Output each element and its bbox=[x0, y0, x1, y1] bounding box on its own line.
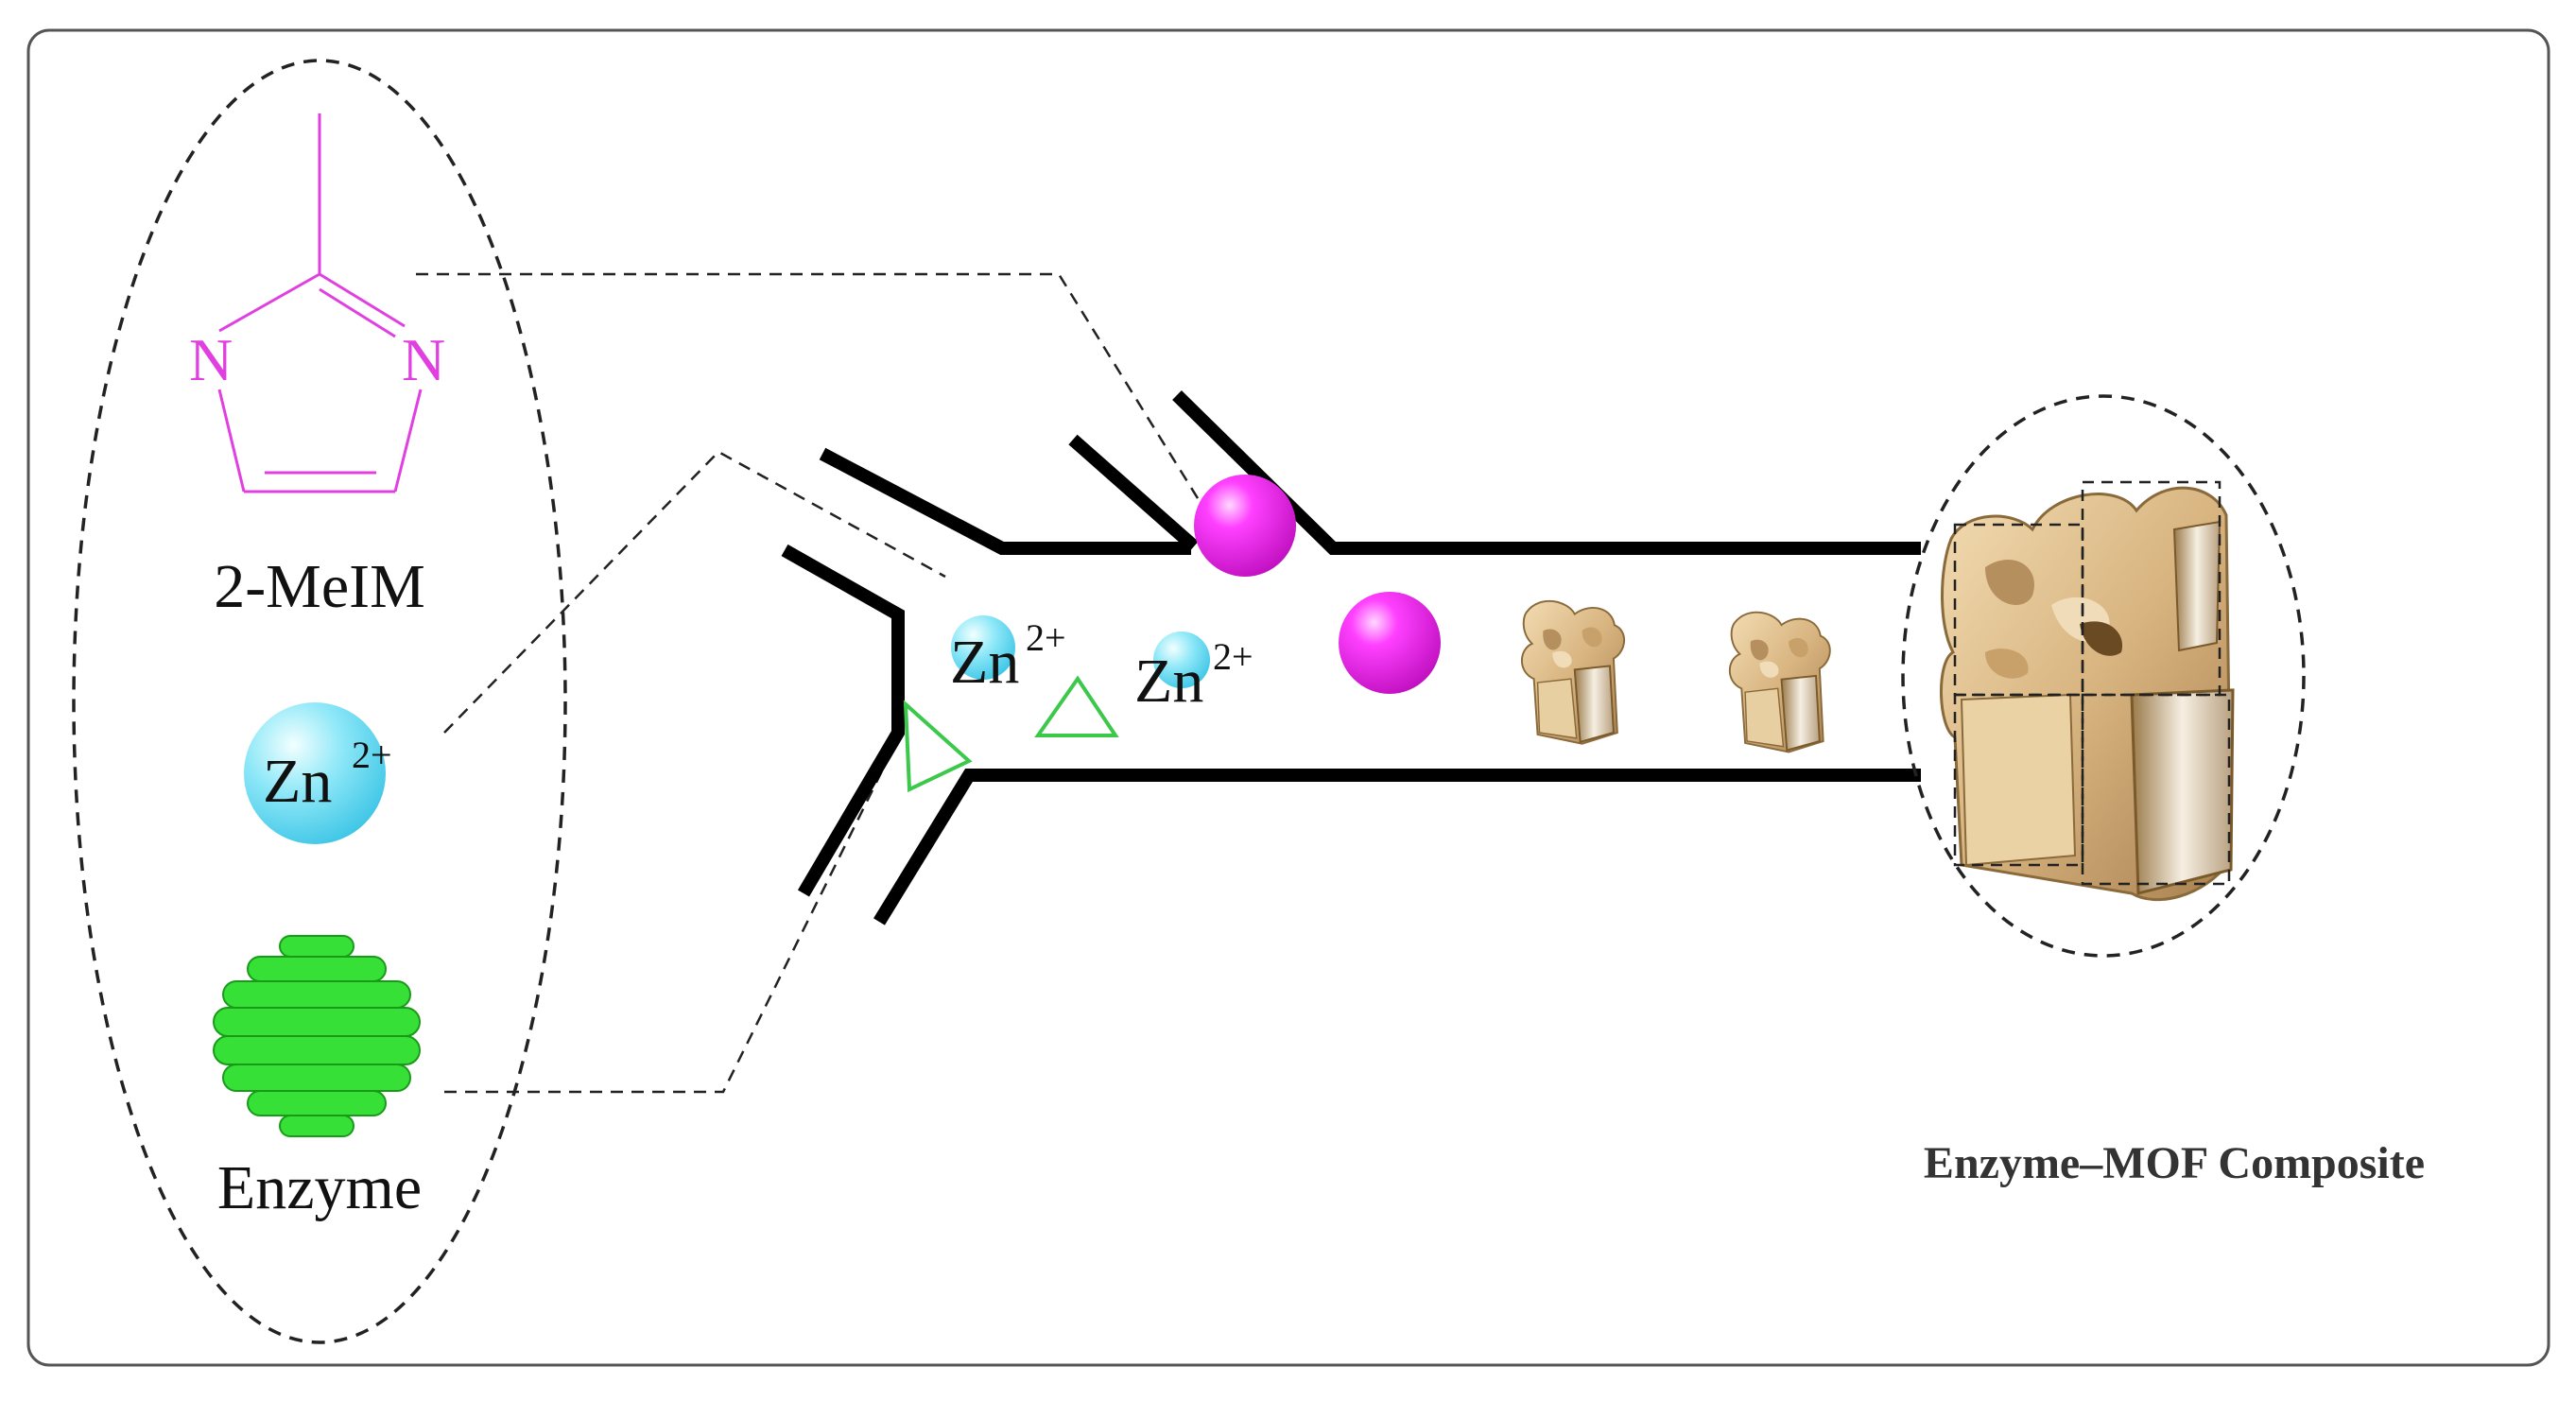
zinc-ion-sphere-icon bbox=[244, 702, 386, 844]
product-caption: Enzyme–MOF Composite bbox=[1924, 1138, 2425, 1188]
imidazole-structure-icon bbox=[217, 113, 423, 493]
enzyme-protein-icon bbox=[213, 935, 421, 1137]
channel-inlet-c bbox=[781, 544, 905, 897]
channel-bottom-wall bbox=[873, 769, 1921, 925]
legend-zinc-charge: 2+ bbox=[352, 734, 392, 776]
channel-zinc-sphere-1 bbox=[951, 615, 1015, 680]
connector-lines bbox=[416, 272, 1207, 1094]
channel-zinc-charge-1: 2+ bbox=[1026, 616, 1066, 659]
channel-inlet-b bbox=[1068, 434, 1199, 552]
channel-zinc-label-2b: Zn bbox=[1134, 647, 1203, 716]
mof-composite-icon bbox=[1939, 480, 2235, 901]
channel-zinc-label-1: Zn bbox=[950, 628, 1019, 697]
ligand-sphere-icon bbox=[1194, 475, 1296, 577]
mof-crystal-icon bbox=[1728, 611, 1831, 753]
figure-frame bbox=[26, 28, 2550, 1367]
channel-zinc-sphere-2 bbox=[1153, 631, 1210, 688]
ligand-label: 2-MeIM bbox=[214, 552, 425, 621]
nitrogen-left-label: N bbox=[189, 326, 233, 393]
enzyme-triangle-icon bbox=[1034, 675, 1119, 737]
ligand-connector bbox=[416, 272, 1207, 511]
reagents-oval bbox=[72, 59, 567, 1344]
ligand-sphere-icon bbox=[1339, 592, 1441, 694]
zinc-connector bbox=[443, 450, 946, 734]
reaction-channel bbox=[781, 390, 1921, 925]
nitrogen-right-label: N bbox=[402, 326, 445, 393]
channel-zinc-charge-2: 2+ bbox=[1213, 635, 1253, 678]
product-oval bbox=[1901, 394, 2306, 958]
mof-crystal-icon bbox=[1520, 599, 1626, 745]
enzyme-connector bbox=[444, 722, 908, 1094]
enzyme-label: Enzyme bbox=[217, 1153, 422, 1222]
enzyme-triangle-icon bbox=[903, 700, 973, 793]
channel-top-wall bbox=[1172, 390, 1921, 555]
legend-zinc-label: Zn bbox=[263, 747, 332, 816]
channel-inlet-a bbox=[819, 447, 1191, 555]
